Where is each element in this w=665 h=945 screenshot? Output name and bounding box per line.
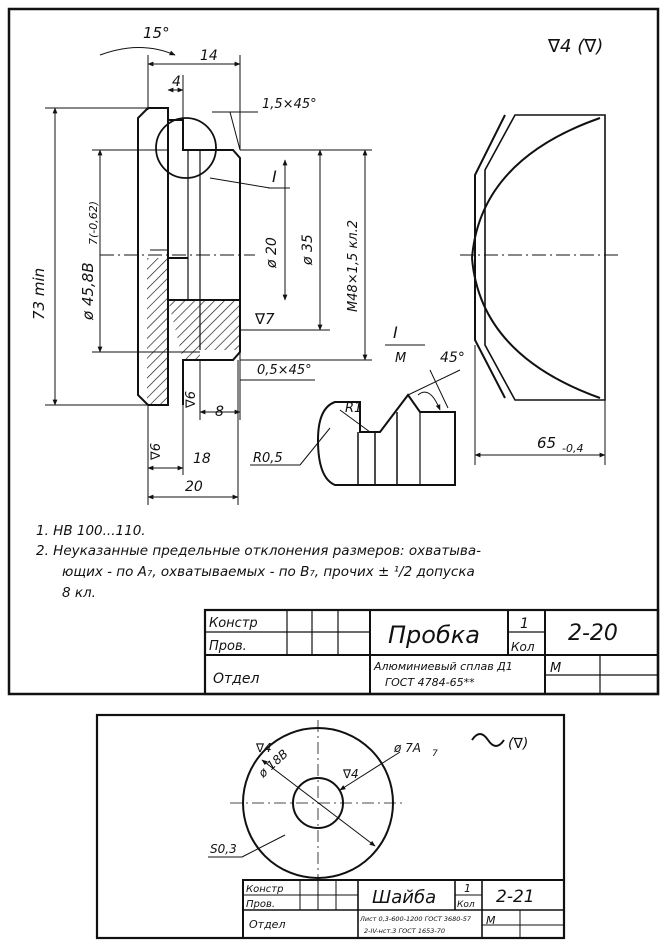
roughness-6a-label: ∇6 (184, 391, 199, 409)
washer-dia-7-subscript: 7 (432, 749, 438, 759)
tb1-drawing-number: 2-20 (568, 621, 618, 646)
sheet1-title-block-text: Констр Пров. Отдел Пробка 1 Кол 2-20 Алю… (209, 616, 618, 689)
chamfer-1-5-label: 1,5×45° (262, 97, 317, 112)
thread-m48-label: M48×1,5 кл.2 (346, 220, 361, 312)
detail-I-labels: I M 45° R1 R0,5 (253, 323, 465, 466)
plug-side-view (100, 107, 255, 406)
tb1-prov-label: Пров. (209, 639, 247, 654)
tb2-drawing-number: 2-21 (496, 887, 535, 907)
radius-r0-5-label: R0,5 (253, 451, 283, 466)
tb2-material-line1: Лист 0,3-600-1200 ГОСТ 3680-57 (359, 915, 472, 923)
note-line-2: 2. Неуказанные предельные отклонения раз… (36, 543, 481, 559)
washer-view (208, 720, 405, 885)
tb1-otdel-label: Отдел (213, 671, 259, 687)
sheet2-title-block-text: Констр Пров. Отдел Шайба 1 Кол 2-21 Лист… (246, 882, 535, 935)
sheet2-title-block (242, 879, 565, 939)
tb1-konstr-label: Констр (209, 616, 258, 631)
sheet2-wave-symbol (471, 733, 505, 747)
angle-15-label: 15° (143, 24, 170, 42)
washer-thickness-label: S0,3 (210, 842, 237, 856)
dia-20-label: ø 20 (264, 237, 280, 269)
radius-r1-label: R1 (345, 401, 362, 416)
washer-dia-7-label: ø 7A (393, 741, 421, 755)
roughness-6b-label: ∇6 (149, 443, 164, 461)
plug-dimension-lines (45, 47, 372, 505)
dim-65-tolerance-label: -0,4 (562, 442, 583, 455)
dia-45-8-label: ø 45,8B (79, 262, 97, 321)
washer-roughness-4a-label: ∇4 (255, 741, 272, 755)
note-line-4: 8 кл. (62, 585, 96, 601)
tb1-qty: 1 (520, 616, 529, 632)
tb1-material-line2: ГОСТ 4784-65** (385, 676, 475, 689)
dim-8-label: 8 (215, 404, 224, 420)
sheet1-roughness-label: ∇4 (∇) (547, 36, 603, 57)
plug-dimension-labels: 15° 14 4 1,5×45° I 73 min ø 45,8B 7(-0,6… (30, 24, 361, 495)
dia-35-label: ø 35 (300, 234, 316, 266)
dim-20-label: 20 (185, 479, 203, 495)
sheet2-frame (95, 713, 566, 940)
dim-18-label: 18 (193, 451, 211, 467)
detail-I-view (250, 344, 461, 486)
chamfer-0-5-label: 0,5×45° (257, 363, 312, 378)
tb2-otdel-label: Отдел (249, 918, 285, 931)
tb1-scale: М (550, 661, 561, 676)
tb1-material-line1: Алюминиевый сплав Д1 (373, 660, 513, 673)
dim-73-label: 73 min (30, 268, 48, 320)
angle-45-label: 45° (440, 350, 465, 366)
tb2-material-line2: 2-IV-нст.3 ГОСТ 1653-70 (364, 927, 445, 935)
tb2-qty-label: Кол (457, 900, 475, 910)
dim-4-label: 4 (172, 74, 181, 90)
section-mark-I-label: I (272, 167, 277, 186)
tb1-part-name: Пробка (388, 621, 480, 649)
tb2-scale: М (486, 914, 496, 927)
tb2-prov-label: Пров. (246, 899, 275, 910)
tb2-qty: 1 (464, 882, 471, 895)
tb1-qty-label: Кол (511, 640, 535, 654)
note-line-1: 1. НВ 100...110. (36, 523, 146, 539)
dim-65-label: 65 (537, 434, 556, 452)
sheet1-title-block (203, 608, 660, 696)
hex-end-view (460, 114, 620, 465)
tb2-part-name: Шайба (372, 887, 436, 908)
dim-14-label: 14 (200, 48, 218, 64)
washer-roughness-4b-label: ∇4 (342, 767, 359, 781)
washer-labels: ∇4 ∇4 ø 18B ø 7A 7 S0,3 (∇) (210, 736, 528, 856)
dia-45-8-tolerance-label: 7(-0,62) (87, 201, 100, 245)
sheet2-roughness-label: (∇) (508, 736, 528, 752)
roughness-7-label: ∇7 (254, 310, 275, 328)
hex-end-labels: 65 -0,4 ∇4 (∇) (537, 36, 603, 455)
tb2-konstr-label: Констр (246, 884, 283, 895)
detail-I-title-label: I (393, 323, 398, 342)
note-line-3: ющих - по А₇, охватываемых - по В₇, проч… (62, 564, 475, 580)
detail-I-scale-label: M (395, 351, 406, 366)
